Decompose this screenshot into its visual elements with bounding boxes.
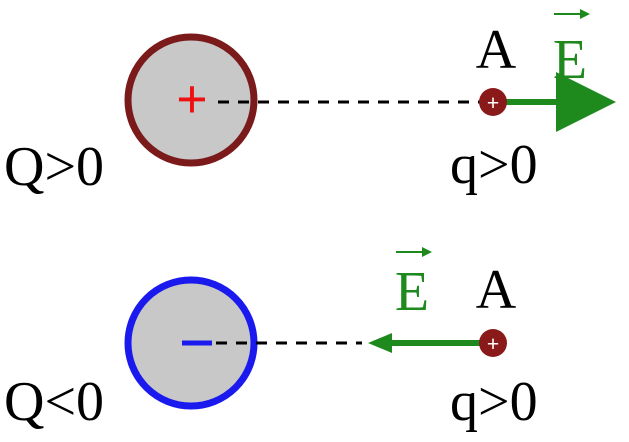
- test-charge-label-bottom: q>0: [450, 371, 538, 433]
- field-label-top: E: [553, 29, 587, 91]
- source-charge-label-bottom: Q<0: [4, 371, 104, 433]
- test-charge-label-top: q>0: [450, 134, 538, 196]
- point-label-top: A: [476, 19, 517, 81]
- positive-source-sign: +: [176, 69, 208, 131]
- field-label-bottom: E: [395, 261, 429, 323]
- vector-arrow-icon: [554, 9, 590, 19]
- source-charge-label-top: Q>0: [4, 136, 104, 198]
- field-arrowhead-bottom: [368, 333, 392, 353]
- positive-source-sphere: [124, 33, 258, 167]
- vector-arrow-icon: [396, 247, 432, 257]
- test-charge-bottom: [479, 329, 507, 357]
- positive-source-panel: + + A E Q>0 q>0: [4, 9, 616, 198]
- test-charge-sign-bottom: +: [487, 331, 500, 356]
- point-label-bottom: A: [476, 259, 517, 321]
- test-charge-sign-top: +: [487, 90, 500, 115]
- negative-source-panel: + A E Q<0 q>0: [4, 247, 538, 433]
- test-charge-top: [479, 88, 507, 116]
